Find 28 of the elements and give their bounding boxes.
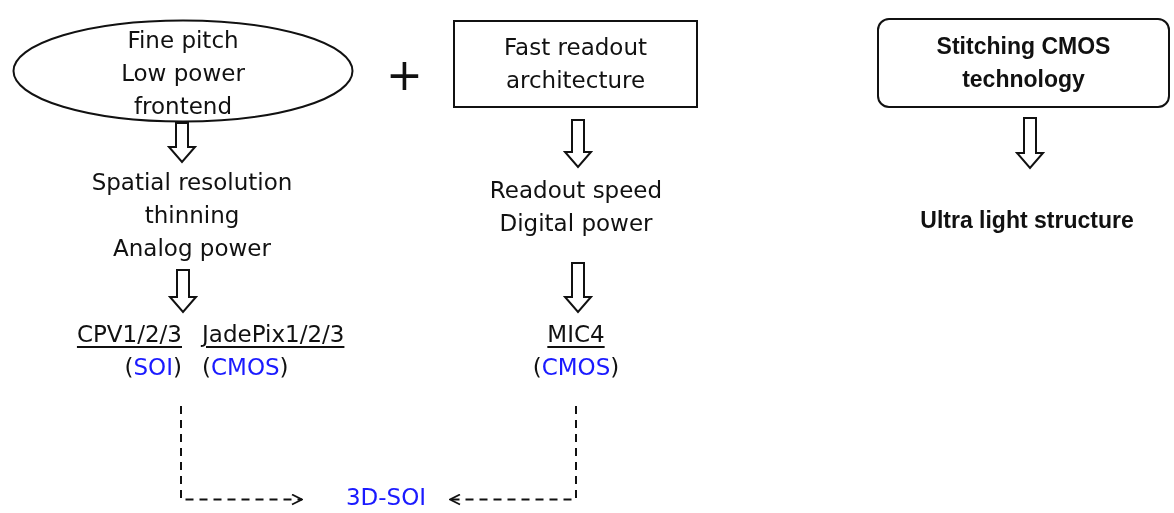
ellipse-node xyxy=(12,19,354,123)
technology-label: (SOI) xyxy=(124,353,182,382)
plus-sign: + xyxy=(386,53,423,97)
technology-label: (CMOS) xyxy=(532,353,620,382)
technology-label: (CMOS) xyxy=(202,353,289,382)
dashed-arrow xyxy=(449,405,577,506)
node-text: Fast readout architecture xyxy=(503,33,648,95)
node-text: Analog power xyxy=(113,233,271,263)
rounded-box xyxy=(877,18,1170,108)
node-text: thinning xyxy=(144,200,240,230)
node-text: Fine pitch xyxy=(127,25,239,55)
hollow-arrow xyxy=(562,262,594,314)
node-text: Stitching CMOS technology xyxy=(935,32,1112,94)
hollow-arrow xyxy=(167,269,199,314)
node-text: 3D-SOI xyxy=(345,483,427,512)
node-text: Ultra light structure xyxy=(920,205,1134,235)
chip-name: CPV1/2/3 xyxy=(76,320,182,349)
hollow-arrow xyxy=(1014,117,1046,170)
node-text: Digital power xyxy=(499,209,653,238)
node-text: Spatial resolution xyxy=(91,167,293,197)
node-text: Readout speed xyxy=(489,176,663,205)
hollow-arrow xyxy=(562,119,594,169)
process-box xyxy=(453,20,698,108)
dashed-arrow xyxy=(180,405,303,506)
hollow-arrow xyxy=(166,122,198,164)
chip-name: MIC4 xyxy=(547,320,605,349)
chip-name: JadePix1/2/3 xyxy=(202,320,345,349)
node-text: Low power frontend xyxy=(120,58,246,121)
